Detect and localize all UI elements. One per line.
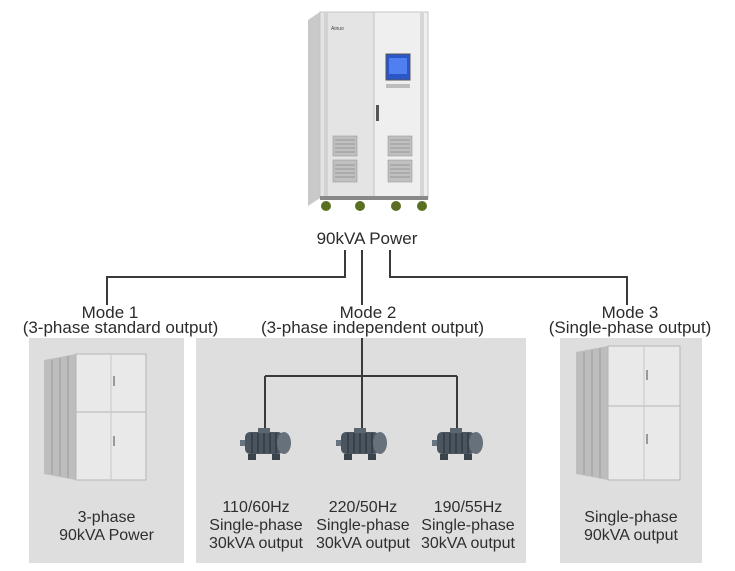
mode1-subtitle: (3-phase standard output) bbox=[22, 318, 219, 337]
mode1-output-line1: 3-phase bbox=[77, 509, 136, 526]
mode2-output2-line1: 220/50Hz bbox=[328, 499, 398, 516]
motor-icon bbox=[336, 428, 387, 460]
mode2-title: Mode 2 bbox=[339, 303, 397, 322]
mode1-cabinet-image bbox=[44, 353, 147, 481]
mode2-output3-line3: 30kVA output bbox=[421, 535, 515, 552]
connector-mode1 bbox=[106, 250, 346, 305]
brand-logo: Ainuo bbox=[331, 26, 344, 32]
mode1-output-line2: 90kVA Power bbox=[59, 527, 154, 544]
mode3-cabinet-image bbox=[576, 345, 681, 481]
mode3-output-line2: 90kVA output bbox=[584, 527, 678, 544]
source-label: 90kVA Power bbox=[316, 229, 418, 248]
mode1-title: Mode 1 bbox=[81, 303, 139, 322]
mode2-output1-line3: 30kVA output bbox=[209, 535, 303, 552]
mode2-subtitle: (3-phase independent output) bbox=[260, 318, 485, 337]
mode2-output1-line1: 110/60Hz bbox=[222, 499, 290, 516]
mode3-output-line1: Single-phase bbox=[584, 509, 678, 526]
mode2-output2-line2: Single-phase bbox=[316, 517, 410, 534]
mode3-title: Mode 3 bbox=[601, 303, 659, 322]
mode2-output2-line3: 30kVA output bbox=[316, 535, 410, 552]
mode2-connectors bbox=[264, 338, 458, 433]
motor-icon bbox=[432, 428, 483, 460]
power-cabinet-image bbox=[308, 11, 429, 211]
mode2-output1-line2: Single-phase bbox=[209, 517, 303, 534]
mode3-subtitle: (Single-phase output) bbox=[548, 318, 712, 337]
mode2-output3-line1: 190/55Hz bbox=[433, 499, 503, 516]
motor-icon bbox=[240, 428, 291, 460]
connector-mode3 bbox=[389, 250, 628, 305]
mode2-output3-line2: Single-phase bbox=[421, 517, 515, 534]
